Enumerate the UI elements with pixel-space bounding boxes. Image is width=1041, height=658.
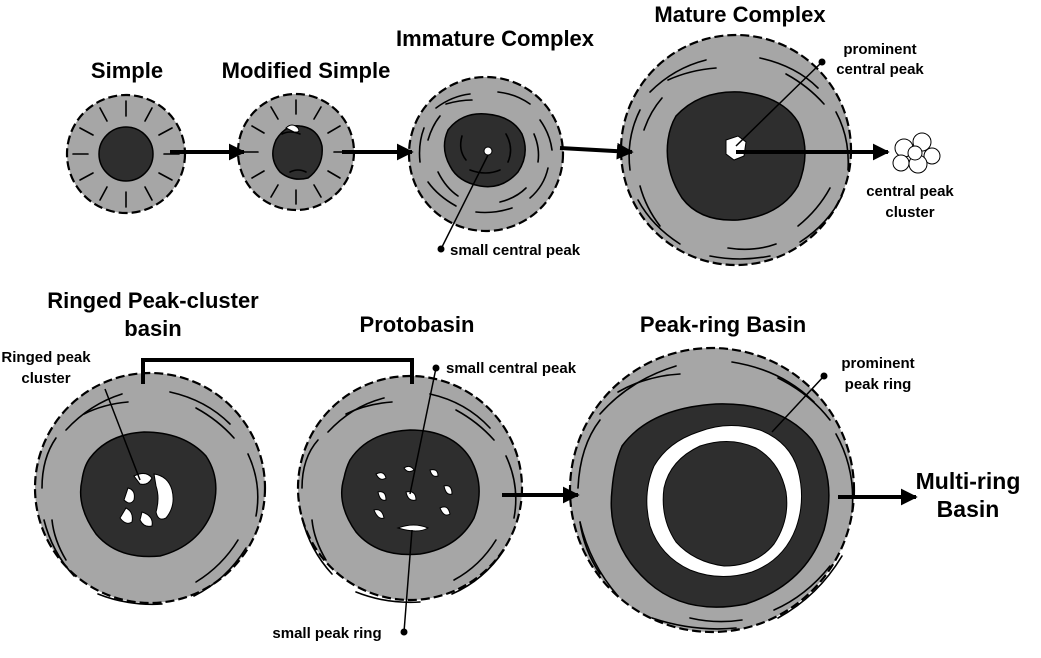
crater-modified-simple bbox=[236, 92, 356, 212]
stage-title-ringed-peak-cluster-line2: basin bbox=[124, 316, 181, 341]
crater-immature-complex bbox=[407, 75, 565, 233]
label-small-peak-ring: small peak ring bbox=[272, 625, 381, 642]
leader-small-peak-ring bbox=[403, 529, 413, 633]
leader-ringed-peak-cluster bbox=[104, 388, 141, 481]
crater-ringed-peak-cluster-basin bbox=[33, 371, 267, 606]
crater-peak-ring-basin bbox=[568, 346, 856, 634]
stage-title-peak-ring-basin: Peak-ring Basin bbox=[640, 312, 806, 337]
stage-title-ringed-peak-cluster-line1: Ringed Peak-cluster bbox=[47, 288, 259, 313]
ringed-peak-cluster-shapes bbox=[119, 472, 174, 527]
stage-title-simple: Simple bbox=[91, 58, 163, 83]
stage-title-immature-complex: Immature Complex bbox=[396, 26, 595, 51]
label-small-central-peak-proto: small central peak bbox=[446, 360, 577, 377]
label-ringed-peak-cluster-line2: cluster bbox=[21, 370, 70, 387]
stage-title-protobasin: Protobasin bbox=[360, 312, 475, 337]
label-prominent-central-peak-line1: prominent bbox=[843, 41, 916, 58]
central-peak-cluster-icon bbox=[892, 132, 941, 174]
leader-prominent-peak-ring bbox=[771, 375, 825, 433]
leader-small-central-peak-proto bbox=[409, 367, 437, 495]
leader-small-central-peak-top bbox=[440, 154, 489, 250]
crater-simple bbox=[65, 93, 187, 215]
label-prominent-central-peak-line2: central peak bbox=[836, 61, 924, 78]
flow-arrows bbox=[170, 142, 918, 506]
leader-prominent-central-peak bbox=[735, 61, 823, 147]
stage-title-modified-simple: Modified Simple bbox=[222, 58, 391, 83]
label-ringed-peak-cluster-line1: Ringed peak bbox=[1, 349, 91, 366]
label-small-central-peak-top: small central peak bbox=[450, 242, 581, 259]
small-peak-ring-shapes bbox=[373, 465, 453, 532]
group-bracket bbox=[141, 358, 414, 384]
stage-title-multi-ring-line2: Basin bbox=[937, 496, 1000, 522]
label-prominent-peak-ring-line2: peak ring bbox=[845, 376, 912, 393]
label-prominent-peak-ring-line1: prominent bbox=[841, 355, 914, 372]
label-central-peak-cluster-line2: cluster bbox=[885, 204, 934, 221]
label-central-peak-cluster-line1: central peak bbox=[866, 183, 954, 200]
stage-title-mature-complex: Mature Complex bbox=[654, 2, 826, 27]
crater-protobasin bbox=[296, 374, 524, 604]
stage-title-multi-ring-line1: Multi-ring bbox=[916, 468, 1021, 494]
